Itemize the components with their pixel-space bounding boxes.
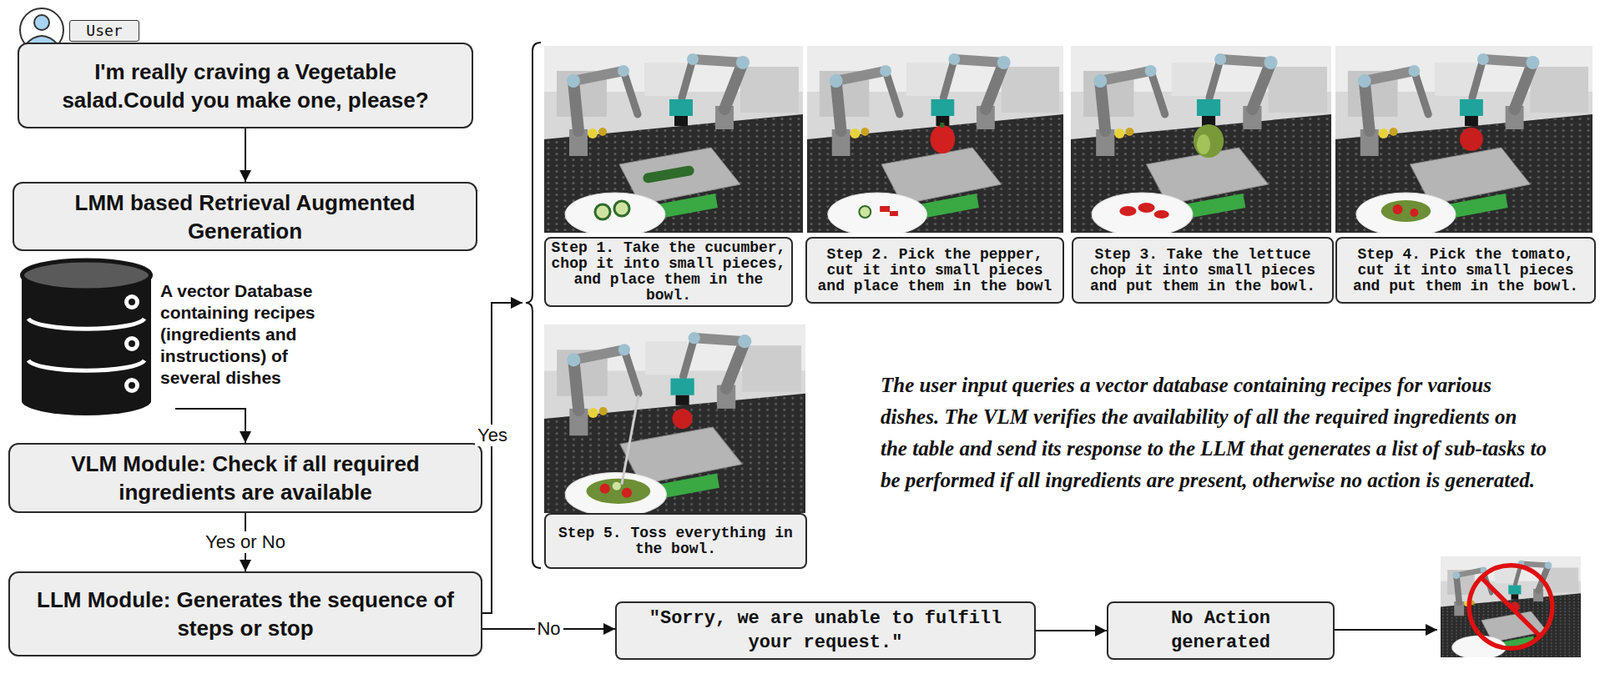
- node-text: Step 1. Take the cucumber, chop it into …: [550, 240, 788, 304]
- step-caption: Step 2. Pick the pepper, cut it into sma…: [805, 237, 1065, 304]
- user-tag: User: [69, 20, 140, 42]
- database-node: A vector Database containing recipes (in…: [20, 260, 351, 409]
- node-text: No Action generated: [1116, 606, 1325, 656]
- step-photo: [1070, 45, 1332, 237]
- description-note: The user input queries a vector database…: [880, 369, 1549, 497]
- database-icon: [21, 260, 152, 416]
- step-caption: Step 5. Toss everything in the bowl.: [544, 513, 808, 570]
- node-text: "Sorry, we are unable to fulfill your re…: [625, 606, 1026, 656]
- edge-label: No: [534, 618, 563, 641]
- node-text: Step 2. Pick the pepper, cut it into sma…: [811, 247, 1059, 295]
- edge-label: Yes or No: [202, 531, 288, 554]
- node-text: VLM Module: Check if all required ingred…: [25, 449, 466, 507]
- step-photo: [544, 324, 806, 517]
- branch-label: Yes: [474, 424, 510, 447]
- llm-box: LLM Module: Generates the sequence of st…: [8, 571, 483, 657]
- node-text: Step 4. Pick the tomato, cut it into sma…: [1341, 247, 1590, 295]
- step-caption: Step 1. Take the cucumber, chop it into …: [544, 237, 793, 308]
- step-photo: [807, 45, 1064, 237]
- connector: [244, 128, 247, 182]
- node-text: I'm really craving a Vegetable salad.Cou…: [34, 57, 457, 115]
- yes-branch-arrow: [482, 302, 523, 614]
- node-text: Step 3. Take the lettuce chop it into sm…: [1077, 247, 1328, 295]
- vlm-box: VLM Module: Check if all required ingred…: [8, 443, 483, 514]
- step-photo: [544, 45, 803, 237]
- reply-box: "Sorry, we are unable to fulfill your re…: [615, 601, 1036, 661]
- result-arrow: [1334, 629, 1438, 631]
- request-box: I'm really craving a Vegetable salad.Cou…: [17, 42, 474, 129]
- connector: [175, 408, 246, 444]
- no-action-photo: [1440, 556, 1581, 660]
- node-text: User: [85, 21, 122, 41]
- rag-box: LMM based Retrieval Augmented Generation: [12, 181, 478, 252]
- result-box: No Action generated: [1106, 601, 1335, 661]
- node-text: A vector Database containing recipes (in…: [160, 280, 351, 389]
- step-photo: [1335, 45, 1593, 237]
- connector: [1035, 630, 1107, 632]
- node-text: LMM based Retrieval Augmented Generation: [29, 188, 461, 246]
- step-caption: Step 4. Pick the tomato, cut it into sma…: [1335, 237, 1596, 304]
- node-text: LLM Module: Generates the sequence of st…: [25, 585, 466, 643]
- steps-bracket: [525, 42, 541, 569]
- node-text: Step 5. Toss everything in the bowl.: [550, 525, 802, 558]
- step-caption: Step 3. Take the lettuce chop it into sm…: [1071, 237, 1334, 304]
